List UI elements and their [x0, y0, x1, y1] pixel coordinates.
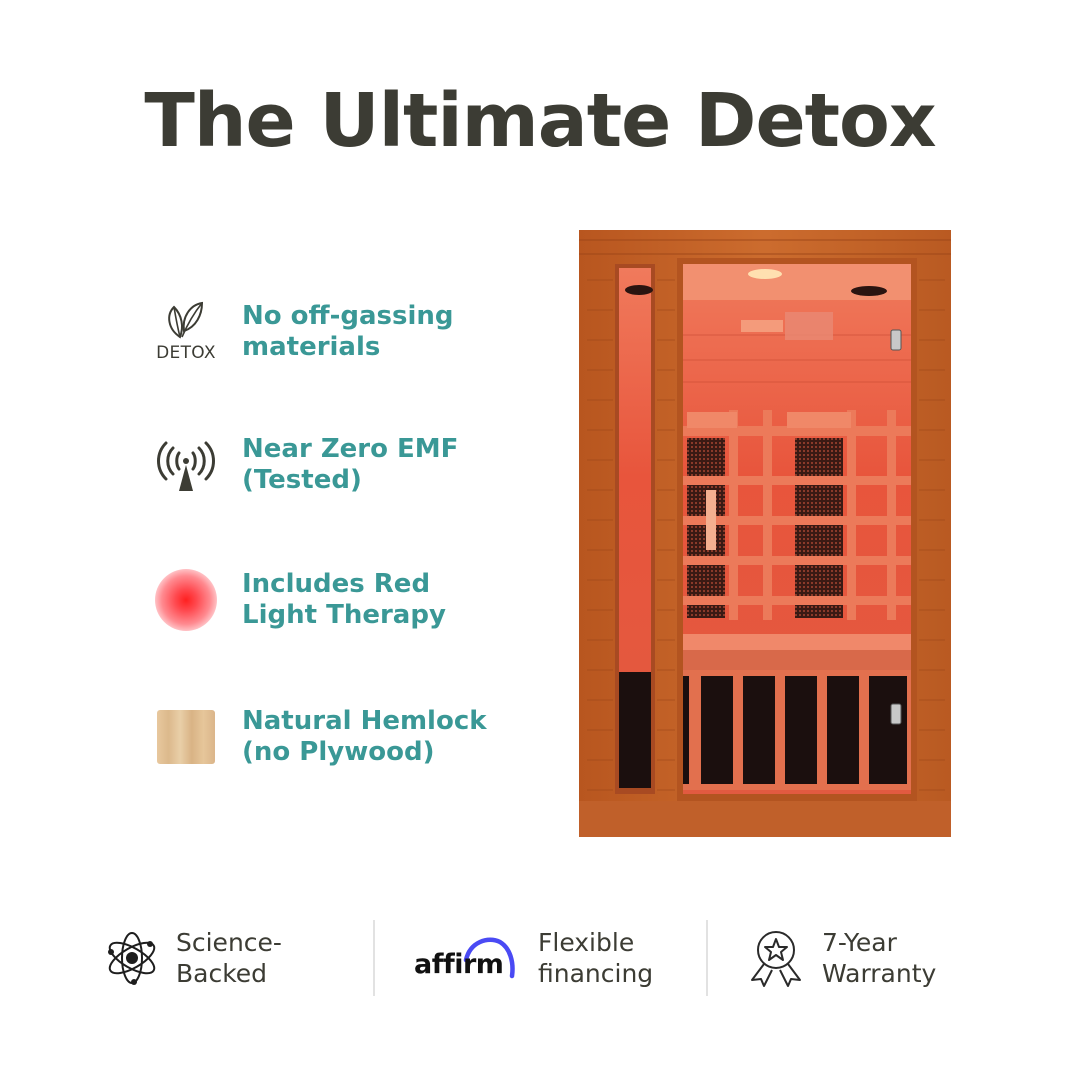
emf-tower-icon — [150, 429, 222, 501]
leaf-icon — [168, 301, 204, 339]
wood-swatch-icon — [157, 710, 215, 764]
affirm-logo-text: affirm — [414, 949, 504, 980]
feature-no-off-gassing: DETOX No off-gassing materials — [150, 292, 530, 372]
page-title: The Ultimate Detox — [144, 78, 936, 164]
leaf-detox-icon: DETOX — [150, 296, 222, 368]
feature-near-zero-emf: Near Zero EMF (Tested) — [150, 425, 530, 505]
affirm-logo: affirm — [414, 932, 518, 984]
feature-line1: No off-gassing — [242, 301, 454, 331]
badge-line1: Science- — [176, 928, 282, 957]
product-image-sauna — [579, 230, 951, 837]
atom-icon — [108, 932, 156, 985]
feature-line2: (Tested) — [242, 465, 362, 495]
award-ribbon-icon — [751, 931, 801, 987]
feature-line1: Includes Red — [242, 569, 431, 599]
feature-natural-hemlock: Natural Hemlock (no Plywood) — [150, 697, 530, 777]
feature-line2: (no Plywood) — [242, 737, 435, 767]
feature-line1: Natural Hemlock — [242, 706, 487, 736]
divider — [373, 920, 375, 996]
detox-icon-label: DETOX — [156, 343, 216, 363]
badge-warranty: 7-Year Warranty — [748, 925, 936, 991]
divider — [706, 920, 708, 996]
feature-line2: Light Therapy — [242, 600, 446, 630]
badge-science-backed: Science- Backed — [106, 925, 282, 991]
feature-line2: materials — [242, 332, 381, 362]
badge-line2: Backed — [176, 959, 268, 988]
badge-line2: financing — [538, 959, 654, 988]
badge-line1: 7-Year — [822, 928, 897, 957]
badge-line1: Flexible — [538, 928, 635, 957]
feature-line1: Near Zero EMF — [242, 434, 459, 464]
feature-red-light-therapy: Includes Red Light Therapy — [150, 560, 530, 640]
badge-line2: Warranty — [822, 959, 937, 988]
badge-flexible-financing: affirm Flexible financing — [414, 925, 653, 991]
red-light-icon — [155, 569, 217, 631]
